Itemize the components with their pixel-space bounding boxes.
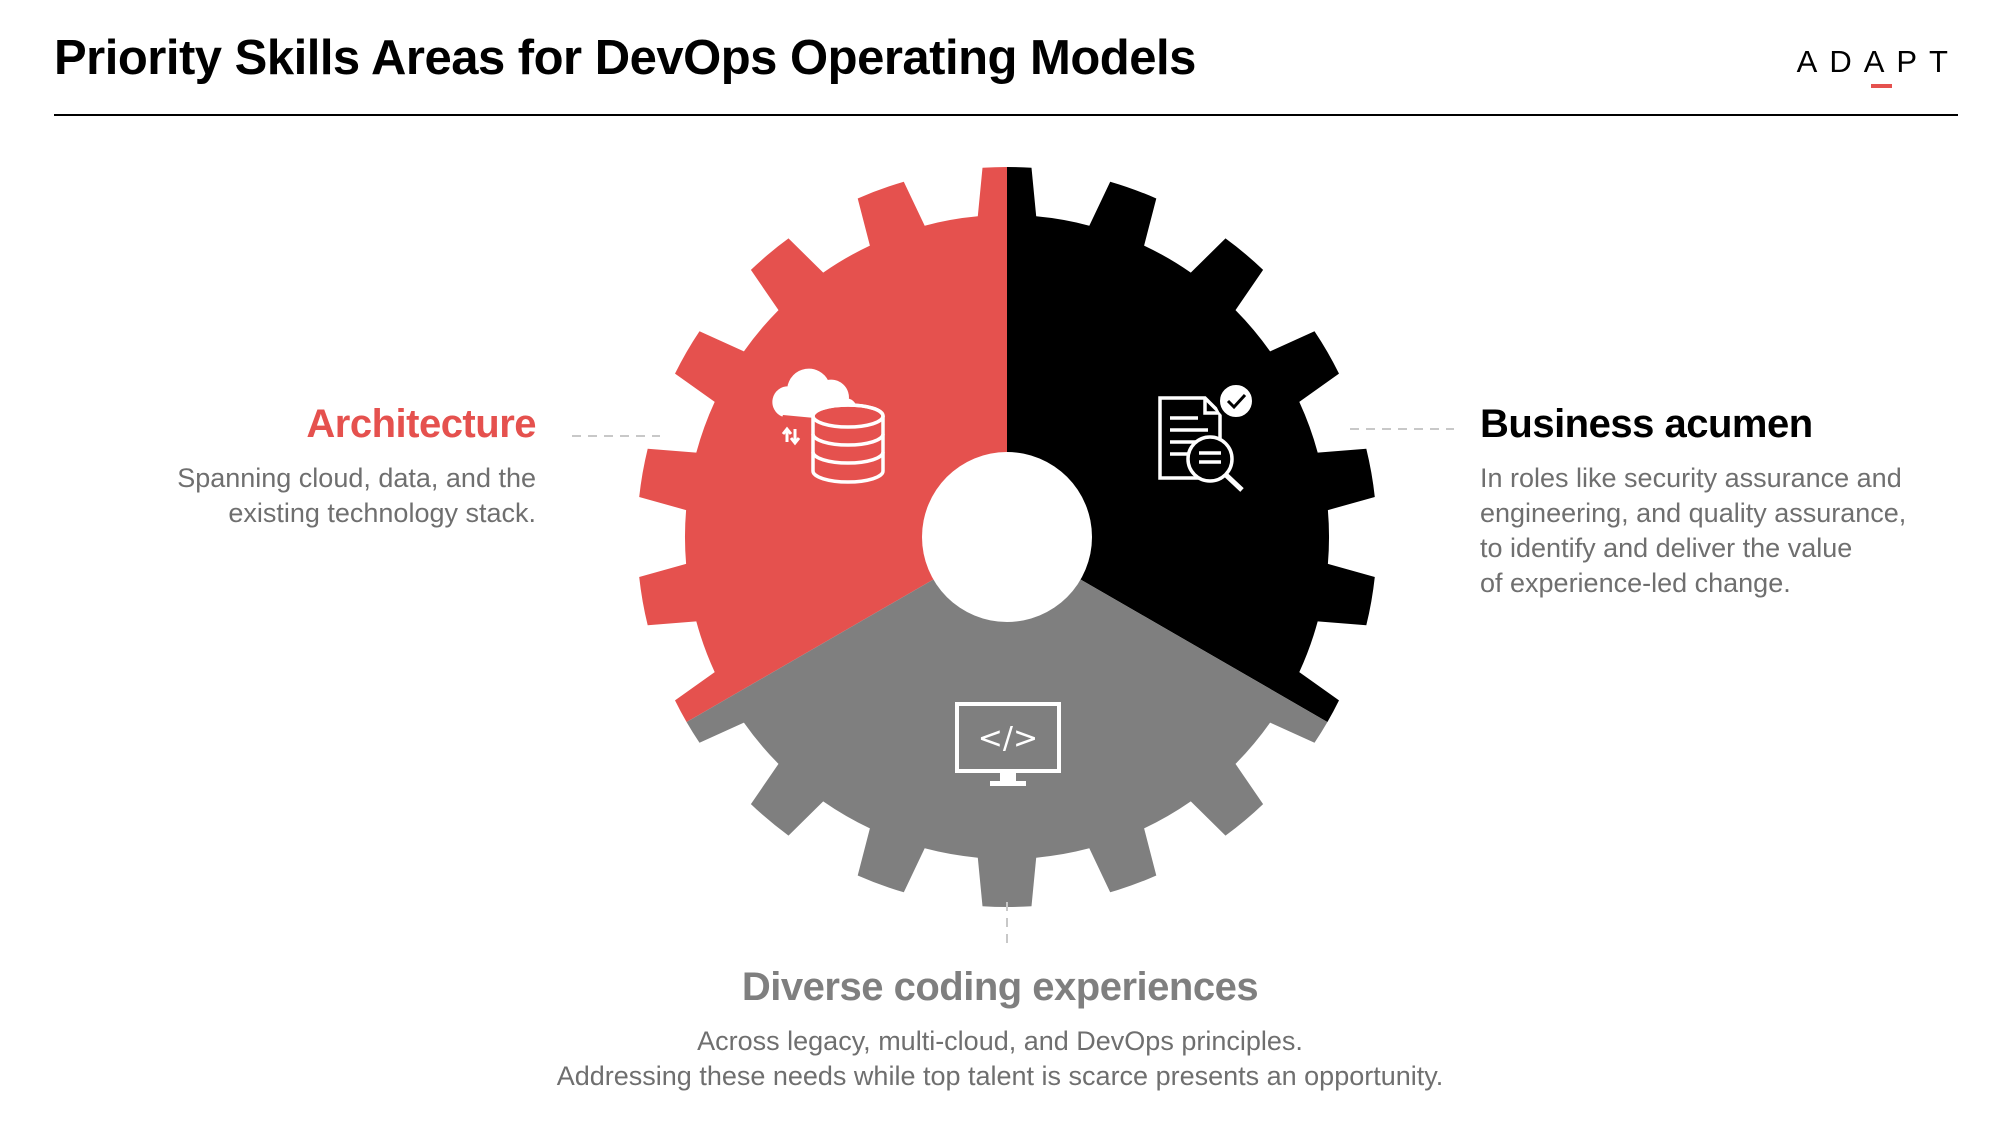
architecture-label: Architecture Spanning cloud, data, and t… <box>36 402 536 531</box>
architecture-line: existing technology stack. <box>228 498 536 528</box>
document-search-icon <box>1158 381 1256 492</box>
business-line: of experience-led change. <box>1480 568 1791 598</box>
adapt-logo: ADAPT <box>1796 44 1960 88</box>
coding-description: Across legacy, multi-cloud, and DevOps p… <box>0 1024 2000 1094</box>
gear-center-hole <box>922 452 1092 622</box>
code-glyph: </> <box>978 721 1038 756</box>
architecture-line: Spanning cloud, data, and the <box>177 463 536 493</box>
monitor-code-icon: </> <box>955 702 1061 786</box>
coding-line: Across legacy, multi-cloud, and DevOps p… <box>697 1026 1303 1056</box>
business-line: engineering, and quality assurance, <box>1480 498 1907 528</box>
business-acumen-label: Business acumen In roles like security a… <box>1480 402 1980 601</box>
business-line: to identify and deliver the value <box>1480 533 1853 563</box>
business-acumen-title: Business acumen <box>1480 402 1813 446</box>
coding-title: Diverse coding experiences <box>741 965 1259 1009</box>
logo-accent-bar <box>1871 84 1892 88</box>
architecture-title: Architecture <box>306 402 536 446</box>
architecture-description: Spanning cloud, data, and the existing t… <box>36 461 536 531</box>
coding-label: Diverse coding experiences Across legacy… <box>0 965 2000 1094</box>
cloud-database-icon <box>772 368 885 484</box>
business-line: In roles like security assurance and <box>1480 463 1902 493</box>
header-divider <box>54 114 1958 116</box>
business-acumen-description: In roles like security assurance and eng… <box>1480 461 1980 601</box>
page-title: Priority Skills Areas for DevOps Operati… <box>54 31 1196 85</box>
coding-line: Addressing these needs while top talent … <box>556 1061 1444 1091</box>
logo-text: ADAPT <box>1796 44 1960 79</box>
